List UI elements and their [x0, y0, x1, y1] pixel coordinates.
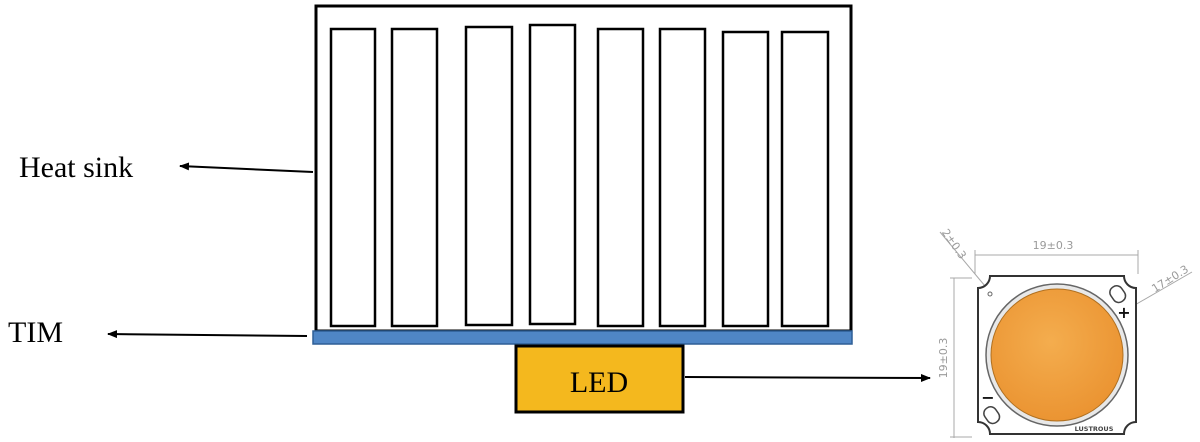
cob-pad-positive [1109, 285, 1127, 304]
heat-sink-fin [658, 27, 707, 328]
dim-diameter-label: 17±0.3 [1149, 263, 1190, 296]
cob-corner-mark [987, 291, 993, 297]
heat-sink-fin [464, 25, 514, 327]
tim-label: TIM [8, 316, 63, 349]
dim-left-label: 19±0.3 [937, 338, 950, 379]
cob-brand-text: LUSTROUS [1075, 425, 1114, 433]
led-package: LED [514, 344, 685, 414]
led-body [514, 344, 685, 414]
heat-sink-fin [390, 27, 439, 328]
heat-sink-fin [528, 23, 577, 326]
heat-sink-fin [329, 27, 377, 328]
heat-sink-label: Heat sink [19, 151, 133, 184]
led-to-cob-arrow [684, 373, 931, 382]
heat-sink-fin [596, 27, 645, 328]
heat-sink-callout: Heat sink [19, 151, 314, 184]
cob-pad-negative [983, 406, 1001, 425]
dim-line-corner [939, 231, 991, 293]
cob-phosphor [990, 288, 1124, 422]
cob-minus-sign: − [981, 388, 994, 407]
cob-led-drawing: 19±0.3 19±0.3 2±0.3 17±0.3 + − LUSTROUS [937, 226, 1193, 438]
heat-sink-fin [780, 30, 830, 328]
heat-sink-arrow [179, 162, 314, 173]
tim-callout: TIM [8, 316, 308, 349]
cob-plus-sign: + [1117, 303, 1130, 322]
tim-arrow [107, 330, 308, 339]
heat-sink-fin [721, 30, 770, 328]
dim-top-label: 19±0.3 [1033, 239, 1074, 252]
heat-sink [314, 4, 853, 333]
tim-layer [312, 330, 853, 345]
dim-corner-label: 2±0.3 [939, 226, 969, 261]
led-label: LED [570, 366, 628, 399]
